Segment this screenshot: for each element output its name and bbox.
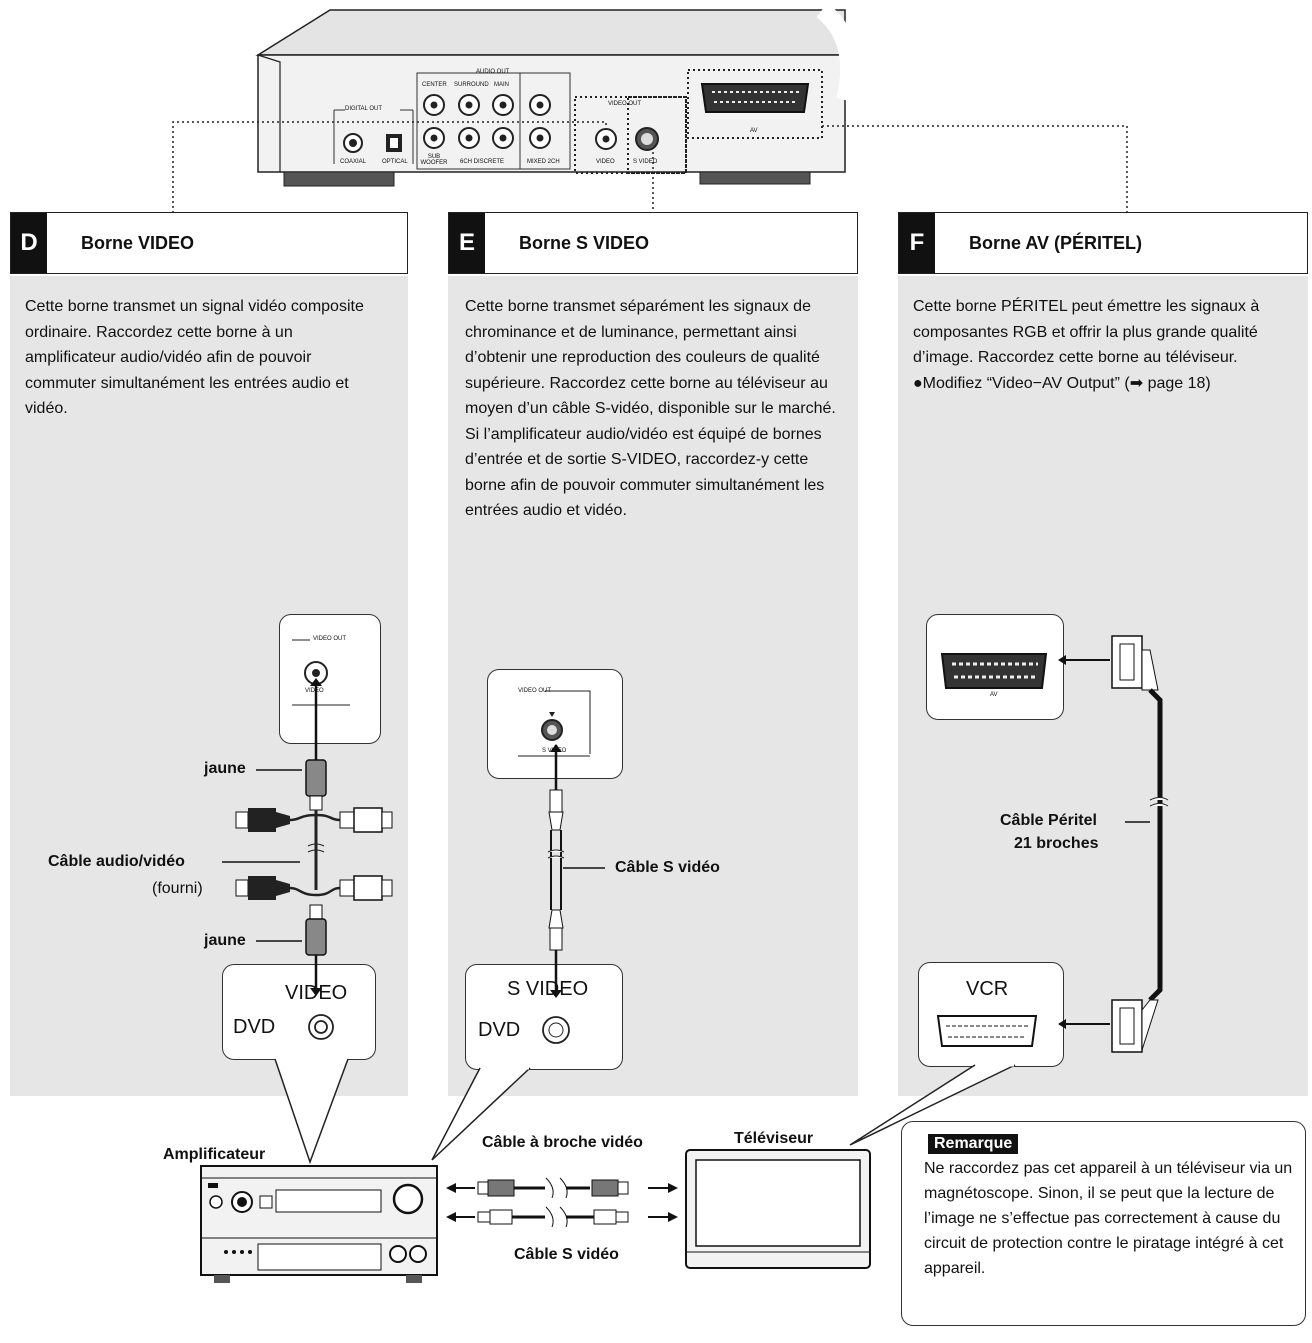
f-av-label: AV: [990, 692, 998, 698]
label-amplifier: Amplificateur: [163, 1146, 266, 1163]
header-e: E Borne S VIDEO: [448, 212, 858, 274]
section-title: Borne VIDEO: [81, 232, 195, 253]
section-e-text: Cette borne transmet séparément les sign…: [465, 294, 840, 524]
label-s-video-cable: Câble S vidéo: [615, 859, 720, 876]
section-title: Borne AV (PÉRITEL): [969, 232, 1143, 253]
tv-s-video-label: S VIDEO: [507, 978, 589, 1000]
section-d-text: Cette borne transmet un signal vidéo com…: [25, 294, 385, 422]
section-letter: D: [11, 213, 47, 273]
section-letter: F: [899, 213, 935, 273]
label-6ch: 6CH DISCRETE: [460, 159, 505, 165]
amp-dvd-label: DVD: [233, 1016, 276, 1038]
label-video-out: VIDEO OUT: [608, 101, 642, 107]
section-body: Cette borne transmet un signal vidéo com…: [25, 298, 364, 417]
label-s-cable: Câble S vidéo: [514, 1246, 619, 1263]
header-d: D Borne VIDEO: [10, 212, 408, 274]
label-21-broches: 21 broches: [1014, 835, 1099, 852]
section-f-text: Cette borne PÉRITEL peut émettre les sig…: [913, 294, 1298, 396]
label-surround: SURROUND: [454, 82, 489, 88]
vcr-label: VCR: [966, 978, 1009, 1000]
label-s-video: S VIDEO: [633, 159, 658, 165]
label-digital-out: DIGITAL OUT: [345, 106, 383, 112]
label-peritel-cable: Câble Péritel: [1000, 812, 1097, 829]
e-s-video-label: S VIDEO: [542, 748, 567, 754]
note-title: Remarque: [928, 1134, 1019, 1154]
amp-video-label: VIDEO: [285, 982, 348, 1004]
tv-dvd-label: DVD: [478, 1019, 521, 1041]
video-out-jack-box: [279, 614, 381, 744]
label-av-cable: Câble audio/vidéo: [48, 853, 185, 870]
header-f: F Borne AV (PÉRITEL): [898, 212, 1308, 274]
section-body: Cette borne PÉRITEL peut émettre les sig…: [913, 298, 1260, 366]
label-center: CENTER: [422, 82, 447, 88]
note-box: Remarque Ne raccordez pas cet appareil à…: [901, 1121, 1306, 1326]
label-jaune-top: jaune: [204, 760, 246, 777]
e-video-out-label: VIDEO OUT: [518, 688, 552, 694]
section-letter: E: [449, 213, 485, 273]
section-body: Cette borne transmet séparément les sign…: [465, 298, 836, 519]
tv-input-box: [465, 964, 623, 1070]
label-fourni: (fourni): [152, 880, 203, 897]
d-video-out-label: VIDEO OUT: [313, 636, 347, 642]
label-main: MAIN: [494, 82, 509, 88]
d-video-label: VIDEO: [305, 688, 324, 694]
note-text: Ne raccordez pas cet appareil à un télév…: [924, 1160, 1293, 1277]
label-audio-out: AUDIO OUT: [476, 69, 510, 75]
label-optical: OPTICAL: [382, 159, 408, 165]
label-pin-cable: Câble à broche vidéo: [482, 1134, 643, 1151]
label-video: VIDEO: [596, 159, 615, 165]
section-bullet: ●Modifiez “Video−AV Output” (➡ page 18): [913, 374, 1211, 392]
label-coaxial: COAXIAL: [340, 159, 367, 165]
label-tv: Téléviseur: [734, 1130, 814, 1147]
label-sub-woofer: SUB WOOFER: [420, 154, 448, 166]
section-title: Borne S VIDEO: [519, 232, 650, 253]
label-jaune-bottom: jaune: [204, 932, 246, 949]
label-av: AV: [750, 128, 758, 134]
label-mixed: MIXED 2CH: [527, 159, 560, 165]
vcr-box: [918, 962, 1064, 1067]
